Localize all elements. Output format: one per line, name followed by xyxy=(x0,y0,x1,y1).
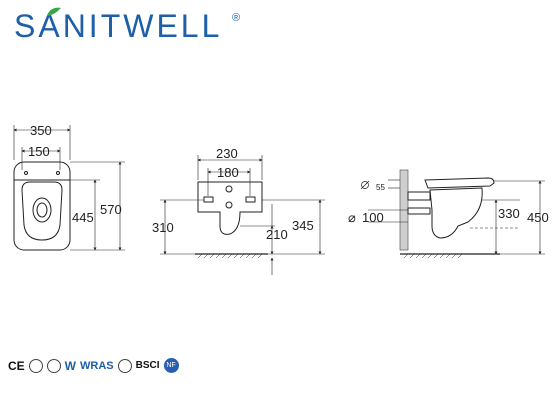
nf-mark: NF xyxy=(163,358,179,373)
side-bowl xyxy=(429,187,483,239)
side-small-label: 55 xyxy=(376,183,385,192)
back-mid-height-label: 210 xyxy=(266,227,288,242)
front-width-label: 350 xyxy=(30,123,52,138)
back-view xyxy=(160,155,325,275)
back-top-width-label: 230 xyxy=(216,146,238,161)
front-seat-outline xyxy=(21,181,63,241)
side-seat xyxy=(424,177,495,189)
side-mid-height-label: 330 xyxy=(498,206,520,221)
side-total-height-label: 450 xyxy=(527,210,549,225)
front-bowl-inner xyxy=(32,197,52,223)
bsci-circle-icon xyxy=(117,358,132,373)
leaf-icon xyxy=(47,7,61,16)
back-mount-width-label: 180 xyxy=(217,165,239,180)
w-mark: W xyxy=(64,358,76,373)
side-diameter-symbol: ⌀ xyxy=(348,210,356,225)
bsci-mark: BSCI xyxy=(135,360,160,371)
certification-badges: CE W WRAS BSCI NF xyxy=(8,358,179,373)
cert-triangle-icon xyxy=(46,358,61,373)
front-view xyxy=(13,125,125,251)
front-inner-width-label: 150 xyxy=(28,144,50,159)
registered-mark: ® xyxy=(232,12,241,24)
front-height-label: 570 xyxy=(100,202,122,217)
side-diameter-label: 100 xyxy=(362,210,384,225)
back-right-height-label: 345 xyxy=(292,218,314,233)
back-mount-hole-left xyxy=(203,196,214,203)
wras-mark: WRAS xyxy=(80,359,114,372)
ce-mark: CE xyxy=(8,358,25,373)
side-view xyxy=(360,169,545,259)
back-mount-hole-right xyxy=(245,196,256,203)
back-left-height-label: 310 xyxy=(152,220,174,235)
side-pipe xyxy=(407,191,431,201)
front-inner-height-label: 445 xyxy=(72,210,94,225)
back-body-outline xyxy=(197,181,263,235)
front-bowl-outline xyxy=(13,161,71,251)
cert-circle-icon xyxy=(28,358,43,373)
